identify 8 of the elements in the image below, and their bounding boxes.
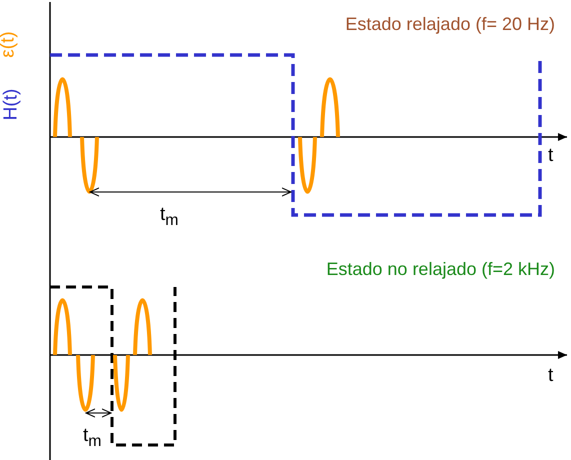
dimension-label: t$_{m}$: [160, 205, 178, 229]
axis-label: H(t): [1, 88, 20, 120]
axis-label: t: [548, 146, 554, 165]
axis-label: ε(t): [0, 31, 18, 58]
heading: Estado no relajado (f=2 kHz): [326, 260, 555, 278]
heading: Estado relajado (f= 20 Hz): [345, 15, 555, 33]
axis-label: t: [548, 366, 554, 385]
dimension-label: t$_{m}$: [83, 426, 102, 450]
